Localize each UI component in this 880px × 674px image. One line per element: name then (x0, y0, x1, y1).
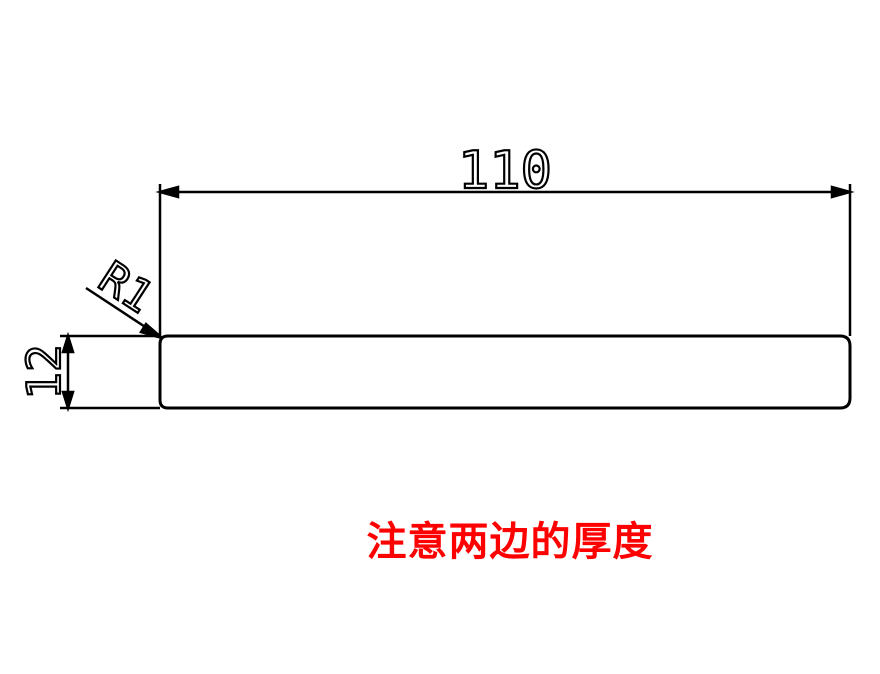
thickness-note: 注意两边的厚度 (366, 519, 654, 565)
radius-dimension-text: R1 (90, 252, 162, 324)
height-dimension-text: 12 (17, 344, 71, 399)
length-dimension-text: 110 (458, 141, 552, 201)
arrow-top (61, 331, 75, 354)
arrow-right (830, 185, 855, 199)
part-outline (158, 334, 852, 410)
height-dimension (60, 331, 160, 413)
leader-arrow (139, 322, 163, 340)
length-dimension (155, 184, 855, 336)
radius-leader (85, 286, 163, 340)
arrow-left (155, 185, 180, 199)
arrow-bottom (61, 390, 75, 413)
bar-outline (158, 334, 852, 410)
